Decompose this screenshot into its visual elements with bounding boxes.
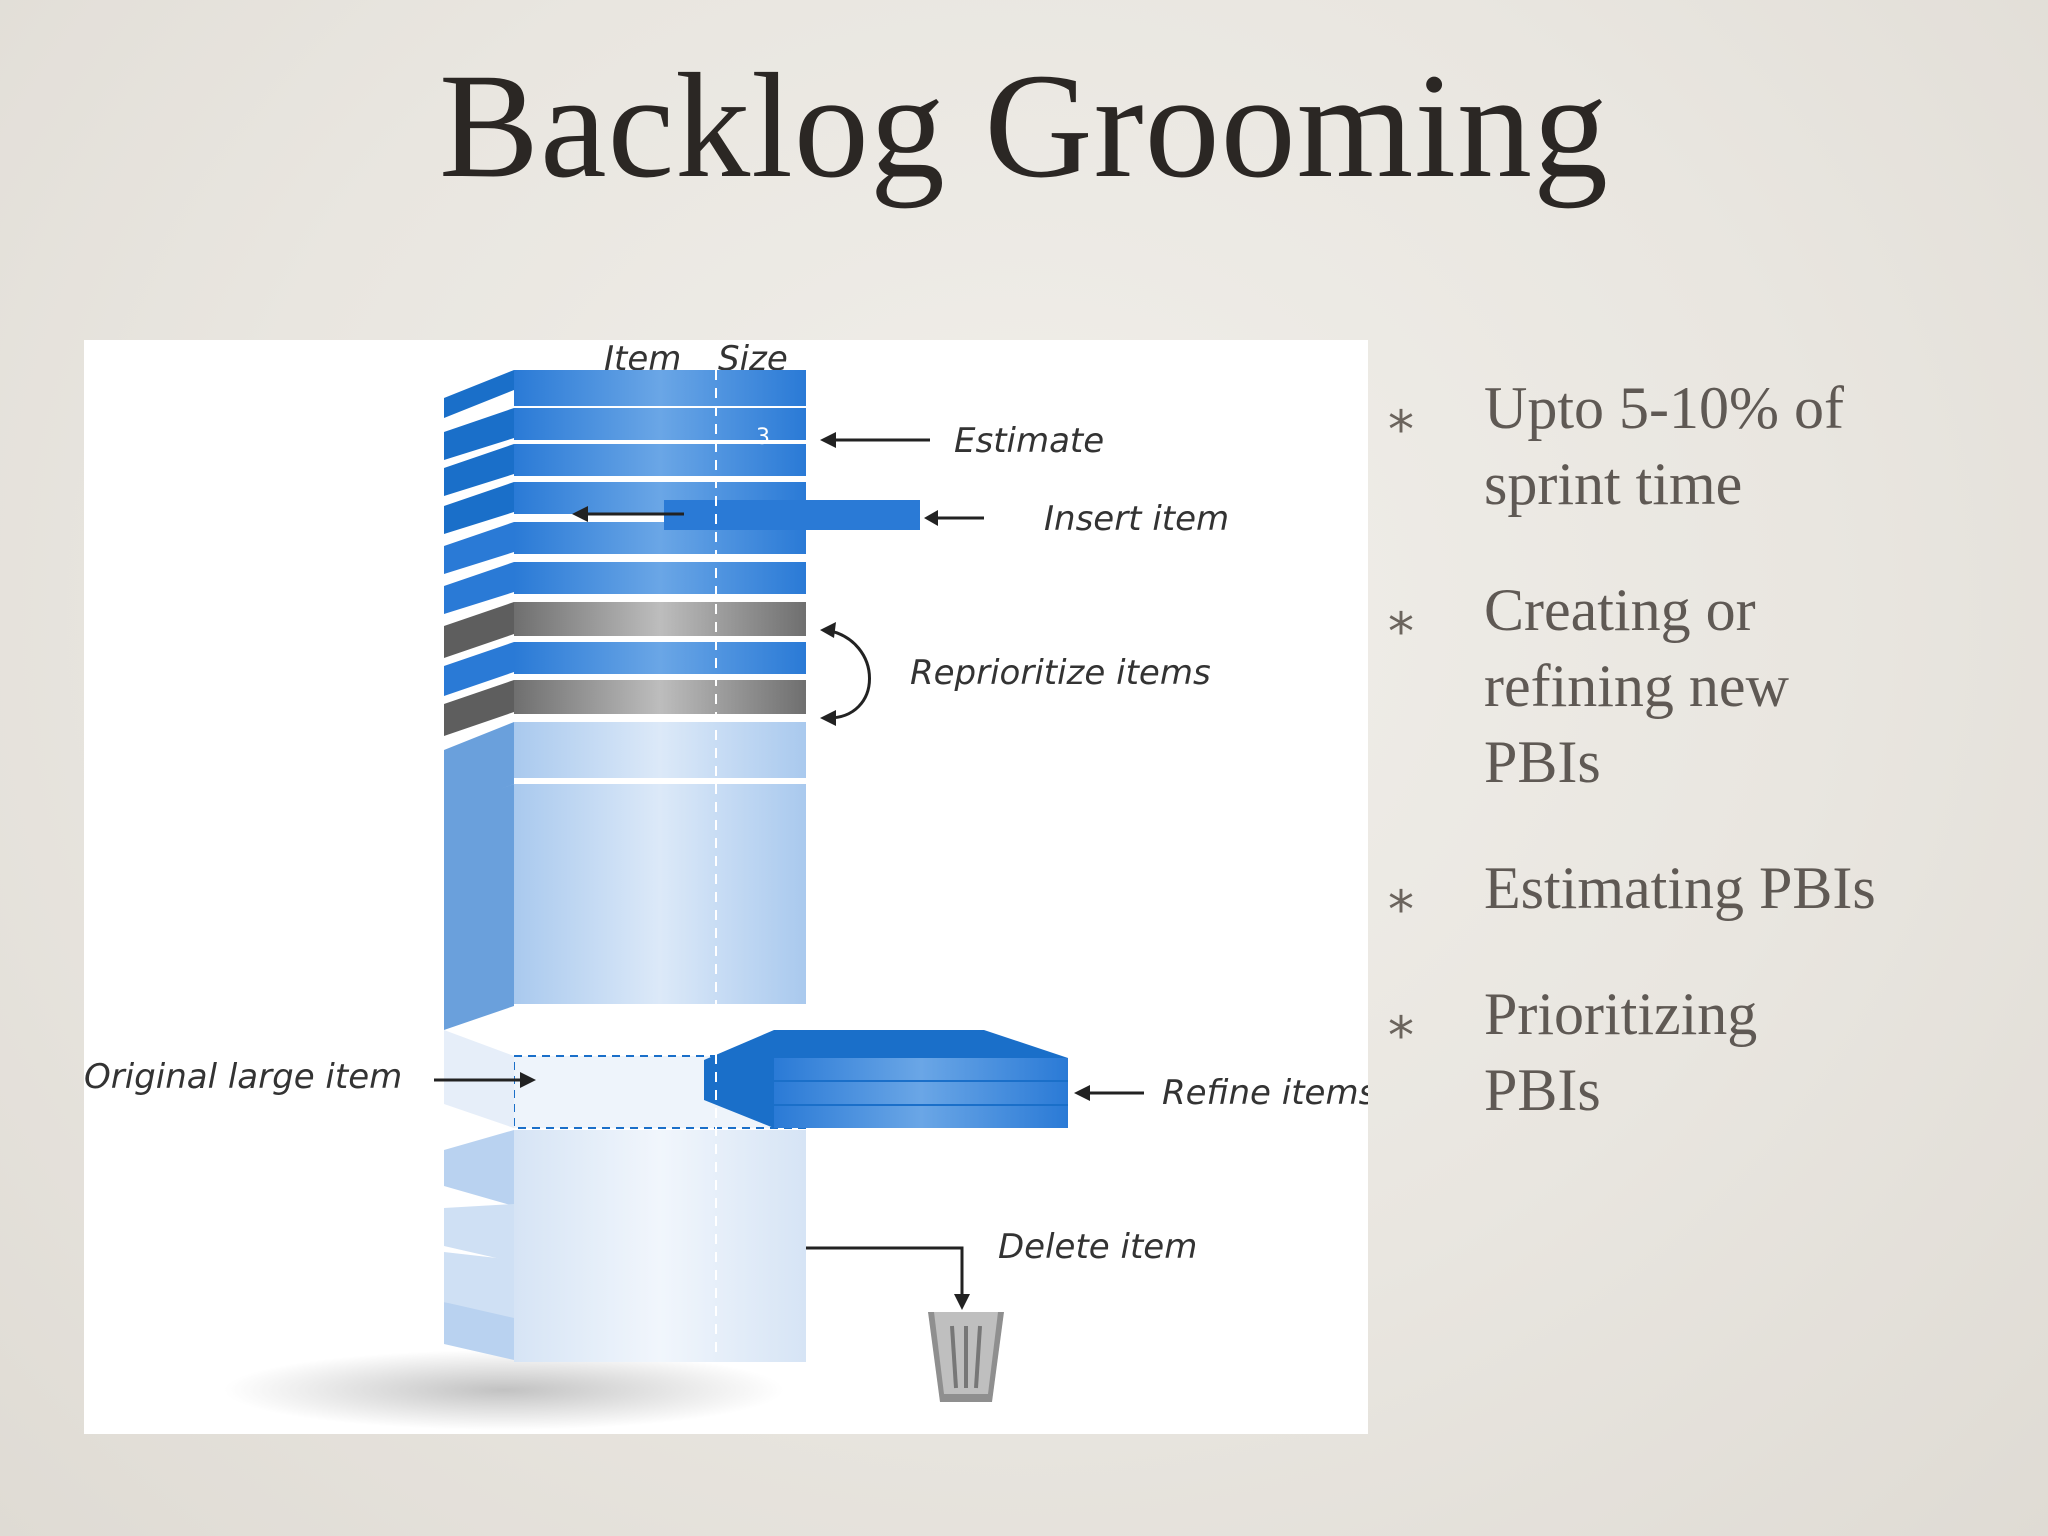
backlog-items-middle xyxy=(444,722,806,1030)
bullet-list: ⁎ Upto 5-10% of sprint time ⁎ Creating o… xyxy=(1388,370,2028,1178)
refined-items xyxy=(704,1030,1068,1128)
bullet-star-icon: ⁎ xyxy=(1388,990,1414,1050)
bullet-text: Estimating PBIs xyxy=(1484,855,1876,921)
bullet-star-icon: ⁎ xyxy=(1388,864,1414,924)
original-large-item-label: Original large item xyxy=(84,1057,402,1097)
refine-items-label: Refine items xyxy=(1162,1073,1368,1113)
slide-title: Backlog Grooming xyxy=(438,43,1609,209)
backlog-stack-illustration: Item Size 3 xyxy=(84,340,1368,1430)
bullet-item: ⁎ Prioritizing PBIs xyxy=(1388,976,2028,1128)
bullet-item: ⁎ Upto 5-10% of sprint time xyxy=(1388,370,2028,522)
inserted-item-bar xyxy=(664,500,920,530)
bullet-item: ⁎ Creating or refining new PBIs xyxy=(1388,572,2028,800)
bullet-text: Creating or xyxy=(1484,577,1756,643)
backlog-diagram: Item Size 3 xyxy=(84,340,1368,1434)
bullet-text: PBIs xyxy=(1484,1057,1601,1123)
trash-icon xyxy=(928,1312,1004,1402)
bullet-text: refining new xyxy=(1484,653,1789,719)
size-value: 3 xyxy=(756,425,770,450)
bullet-item: ⁎ Estimating PBIs xyxy=(1388,850,2028,926)
bullet-star-icon: ⁎ xyxy=(1388,384,1414,444)
reprioritize-items-label: Reprioritize items xyxy=(910,653,1211,693)
bullet-text: sprint time xyxy=(1484,451,1743,517)
bullet-text: Upto 5-10% of xyxy=(1484,375,1844,441)
reprioritized-items xyxy=(444,602,806,736)
backlog-items-bottom xyxy=(444,1130,806,1362)
bullet-text: PBIs xyxy=(1484,729,1601,795)
diagram-arrows xyxy=(434,438,1144,1298)
estimate-label: Estimate xyxy=(954,421,1104,461)
stack-shadow xyxy=(224,1350,784,1430)
bullet-text: Prioritizing xyxy=(1484,981,1758,1047)
insert-item-label: Insert item xyxy=(1044,499,1229,539)
delete-item-label: Delete item xyxy=(998,1227,1197,1267)
bullet-star-icon: ⁎ xyxy=(1388,586,1414,646)
backlog-items-top xyxy=(444,370,806,614)
